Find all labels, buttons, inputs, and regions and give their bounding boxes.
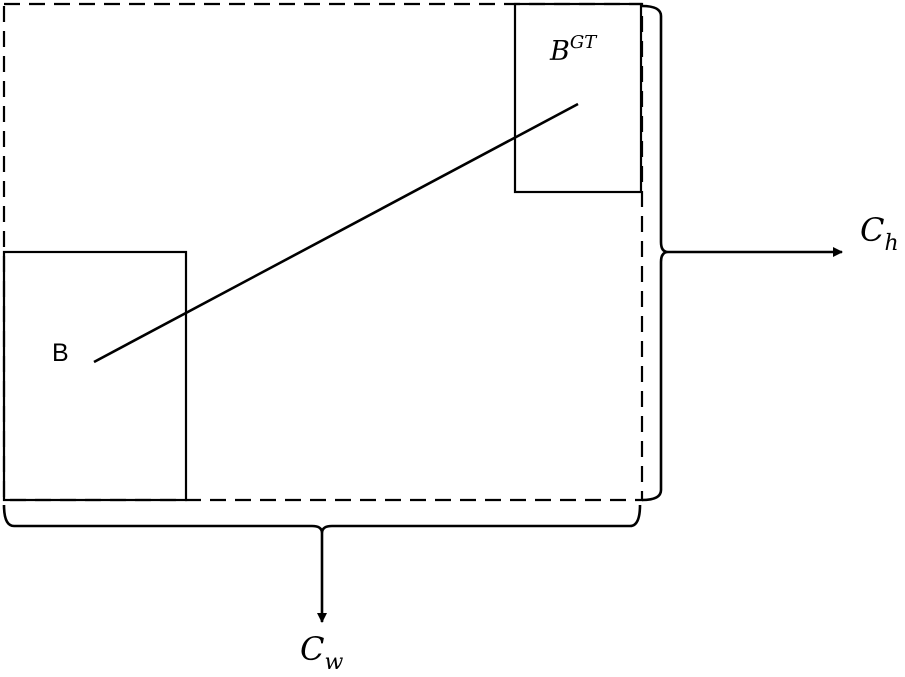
height-brace	[641, 4, 669, 502]
cw-label-base: C	[300, 630, 324, 668]
cw-label-sub: w	[324, 650, 343, 675]
width-brace	[2, 504, 642, 534]
box-gt-label-base: B	[549, 36, 570, 67]
box-gt	[513, 2, 643, 194]
cw-label: Cw	[300, 630, 343, 675]
box-gt-label: BGT	[549, 32, 598, 67]
box-b	[2, 250, 188, 502]
ch-label-sub: h	[884, 231, 898, 256]
box-b-label: B	[52, 339, 69, 367]
ch-label-base: C	[860, 211, 884, 249]
enclosing-box	[2, 2, 644, 502]
box-gt-label-sup: GT	[570, 32, 598, 53]
ch-label: Ch	[860, 211, 899, 256]
center-distance-line	[93, 102, 579, 364]
